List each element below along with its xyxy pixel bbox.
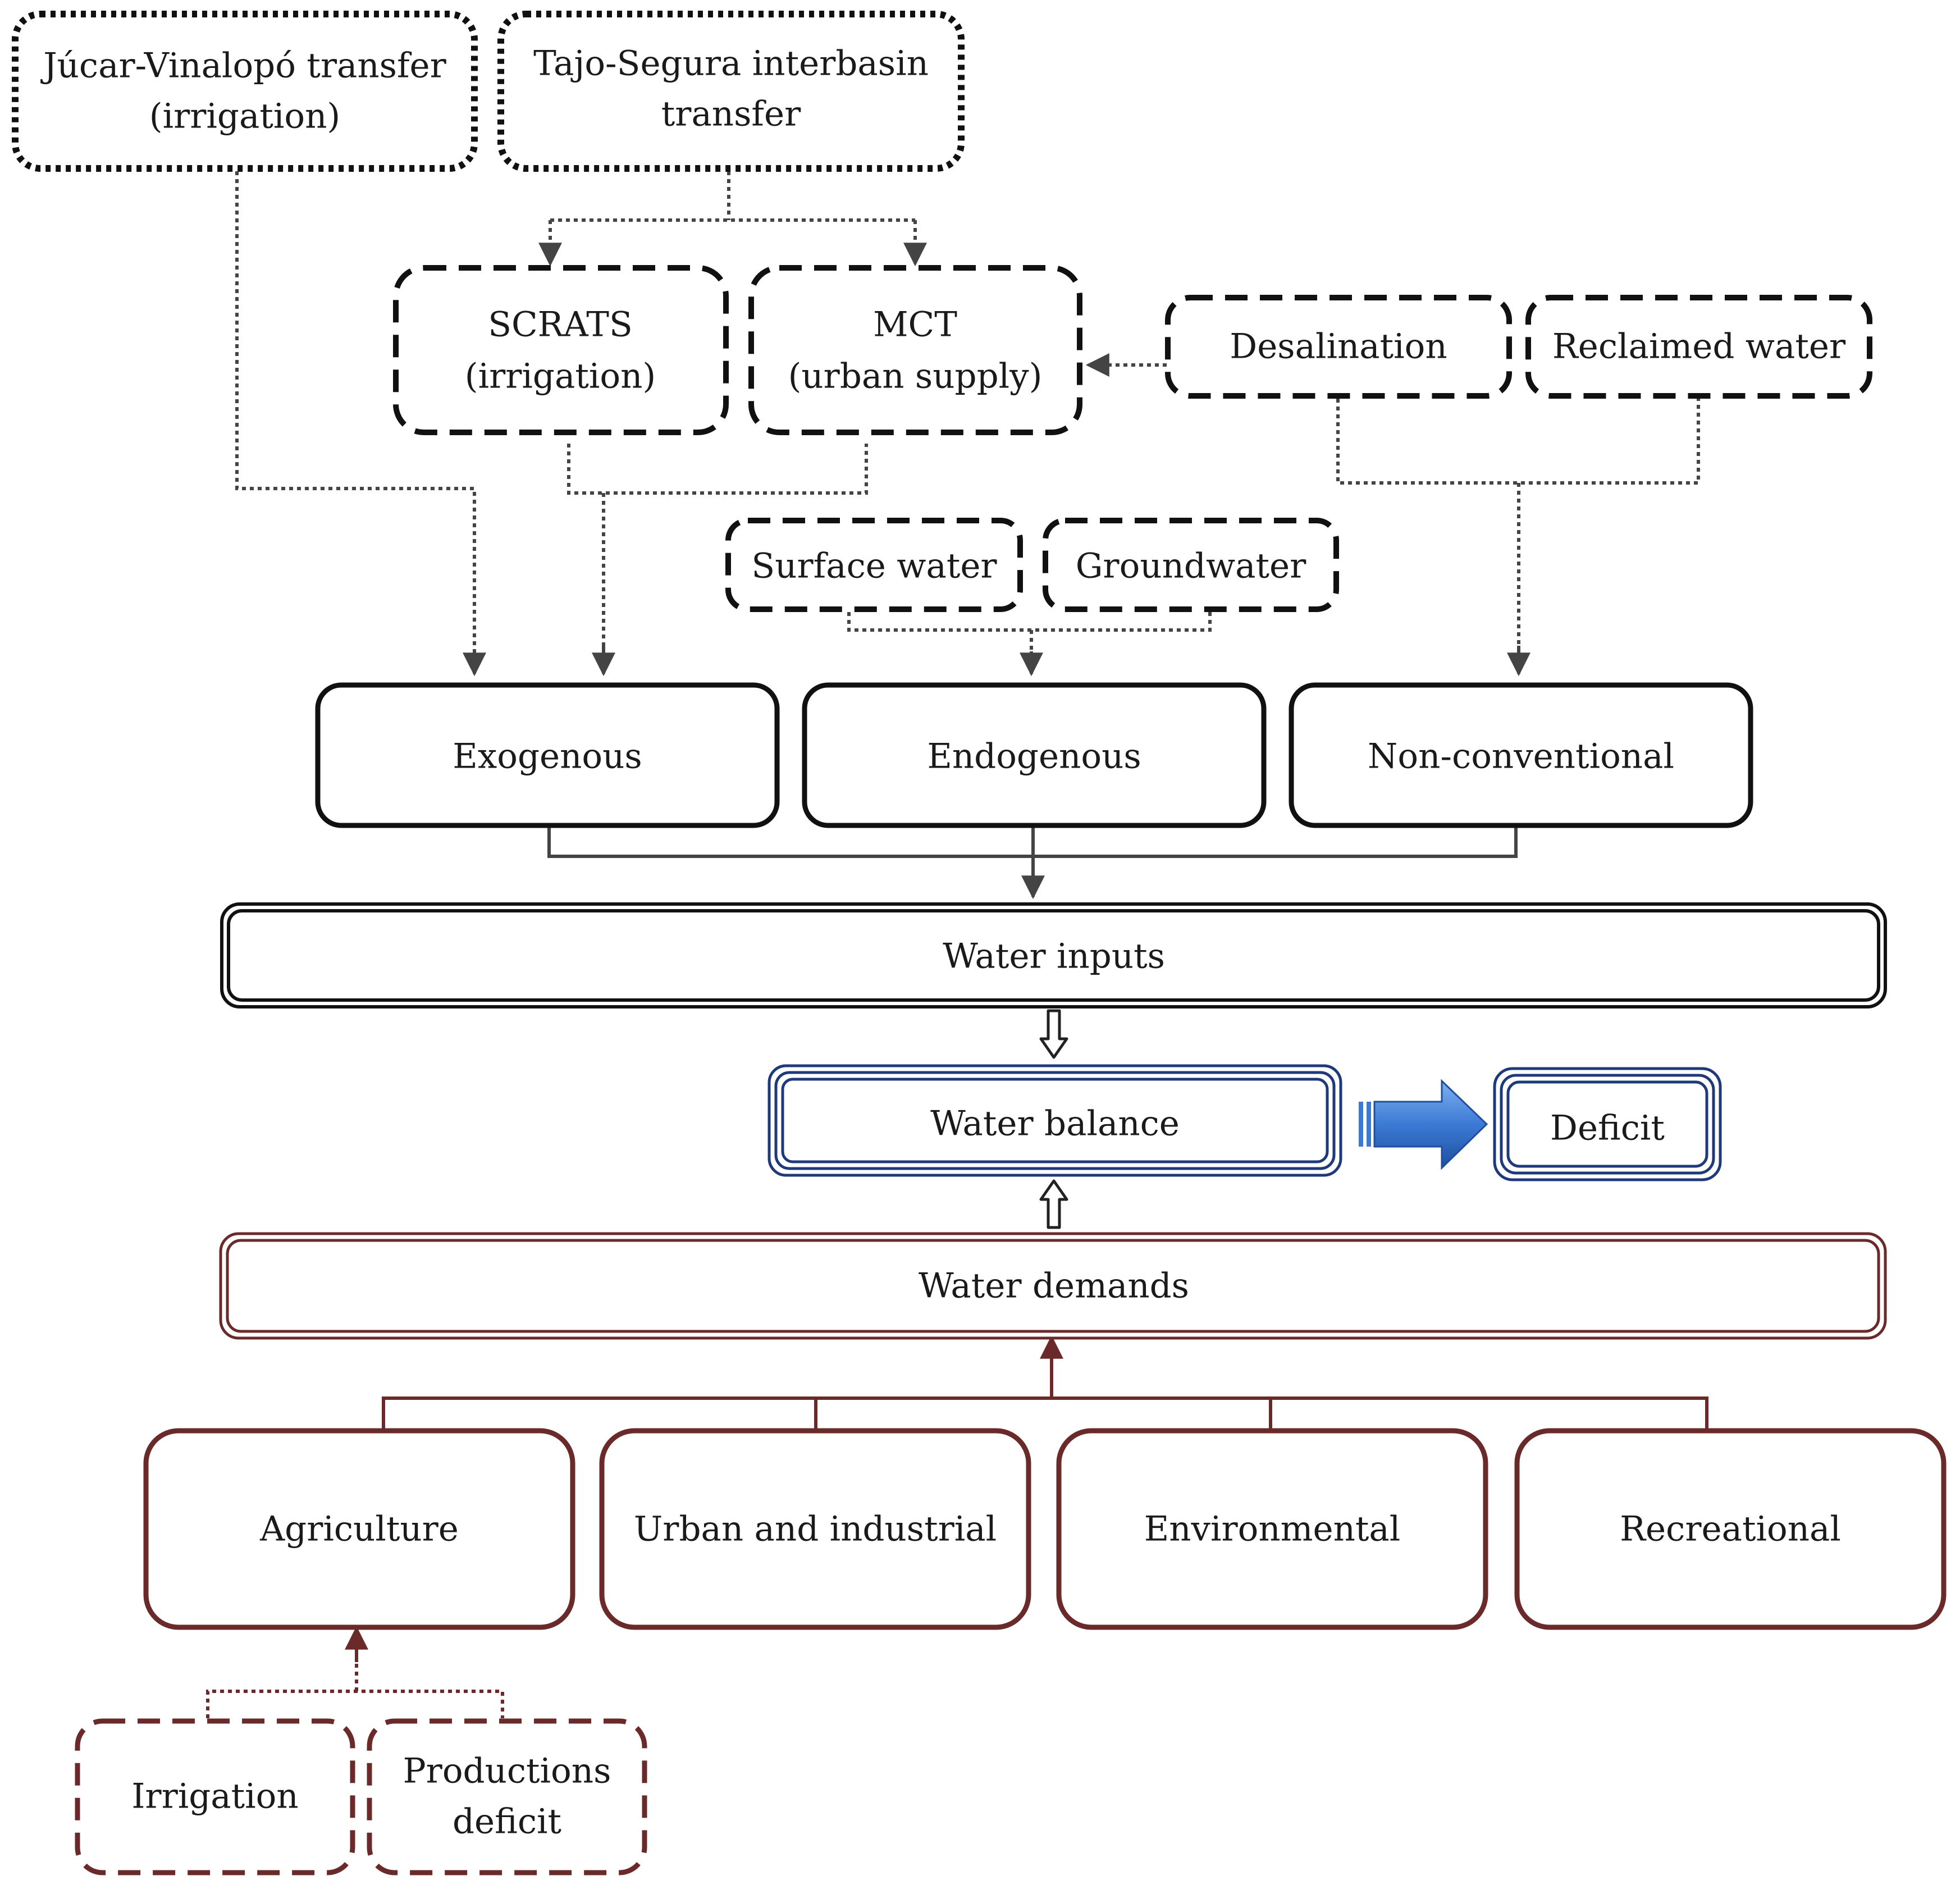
productions-line2: deficit <box>453 1802 562 1842</box>
hollow-up-arrow-icon <box>1039 1179 1068 1229</box>
box-reclaimed-water: Reclaimed water <box>1525 295 1872 399</box>
environmental-label: Environmental <box>1144 1509 1401 1549</box>
connector-jucar-exogenous <box>235 171 486 677</box>
box-desalination: Desalination <box>1165 295 1512 399</box>
scrats-line1: SCRATS <box>488 305 633 345</box>
non-conventional-label: Non-conventional <box>1368 737 1674 777</box>
box-agriculture: Agriculture <box>143 1428 575 1630</box>
box-tajo-segura: Tajo-Segura interbasin transfer <box>497 11 965 172</box>
connectors <box>206 171 1708 1718</box>
reclaimed-label: Reclaimed water <box>1552 327 1846 367</box>
box-water-balance: Water balance <box>767 1064 1342 1177</box>
groundwater-label: Groundwater <box>1076 546 1306 586</box>
box-surface-water: Surface water <box>725 518 1023 612</box>
desalination-label: Desalination <box>1230 327 1447 367</box>
box-urban-industrial: Urban and industrial <box>599 1428 1031 1630</box>
box-non-conventional: Non-conventional <box>1289 682 1753 828</box>
surface-label: Surface water <box>751 546 997 586</box>
water-inputs-label: Water inputs <box>943 937 1165 976</box>
jucar-line2: (irrigation) <box>149 97 340 136</box>
tajo-line2: transfer <box>661 94 801 134</box>
tajo-line1: Tajo-Segura interbasin <box>533 44 929 84</box>
box-jucar-vinalopo: Júcar-Vinalopó transfer (irrigation) <box>12 11 478 172</box>
box-groundwater: Groundwater <box>1043 518 1339 612</box>
box-recreational: Recreational <box>1514 1428 1947 1630</box>
urban-industrial-label: Urban and industrial <box>634 1509 997 1549</box>
box-water-demands: Water demands <box>219 1232 1887 1340</box>
productions-line1: Productions <box>403 1751 611 1791</box>
mct-line1: MCT <box>873 305 957 345</box>
connector-endogenous-merge <box>847 612 1212 674</box>
jucar-line1: Júcar-Vinalopó transfer <box>40 46 446 86</box>
endogenous-label: Endogenous <box>927 737 1141 777</box>
blue-arrow-icon <box>1359 1079 1488 1170</box>
recreational-label: Recreational <box>1620 1509 1841 1549</box>
box-mct: MCT (urban supply) <box>748 265 1082 435</box>
box-scrats: SCRATS (irrigation) <box>393 265 729 435</box>
connector-noncon-merge <box>1336 399 1700 674</box>
box-water-inputs: Water inputs <box>220 902 1887 1008</box>
box-productions-deficit: Productions deficit <box>367 1718 647 1875</box>
deficit-label: Deficit <box>1550 1108 1665 1148</box>
connector-scrats-mct-exogenous <box>567 444 868 674</box>
exogenous-label: Exogenous <box>453 737 642 777</box>
hollow-down-arrow-icon <box>1039 1009 1068 1059</box>
box-irrigation: Irrigation <box>75 1718 355 1875</box>
irrigation-label: Irrigation <box>131 1777 298 1817</box>
scrats-line2: (irrigation) <box>465 357 656 396</box>
connector-agri-merge <box>206 1656 504 1718</box>
box-environmental: Environmental <box>1056 1428 1488 1630</box>
box-exogenous: Exogenous <box>315 682 780 828</box>
water-demands-label: Water demands <box>919 1266 1189 1306</box>
agriculture-label: Agriculture <box>259 1509 459 1549</box>
connector-demands-merge <box>382 1339 1708 1429</box>
box-endogenous: Endogenous <box>802 682 1267 828</box>
mct-line2: (urban supply) <box>788 357 1043 396</box>
water-balance-label: Water balance <box>930 1104 1180 1144</box>
connector-tajo-split <box>550 171 915 222</box>
box-deficit: Deficit <box>1493 1067 1722 1181</box>
